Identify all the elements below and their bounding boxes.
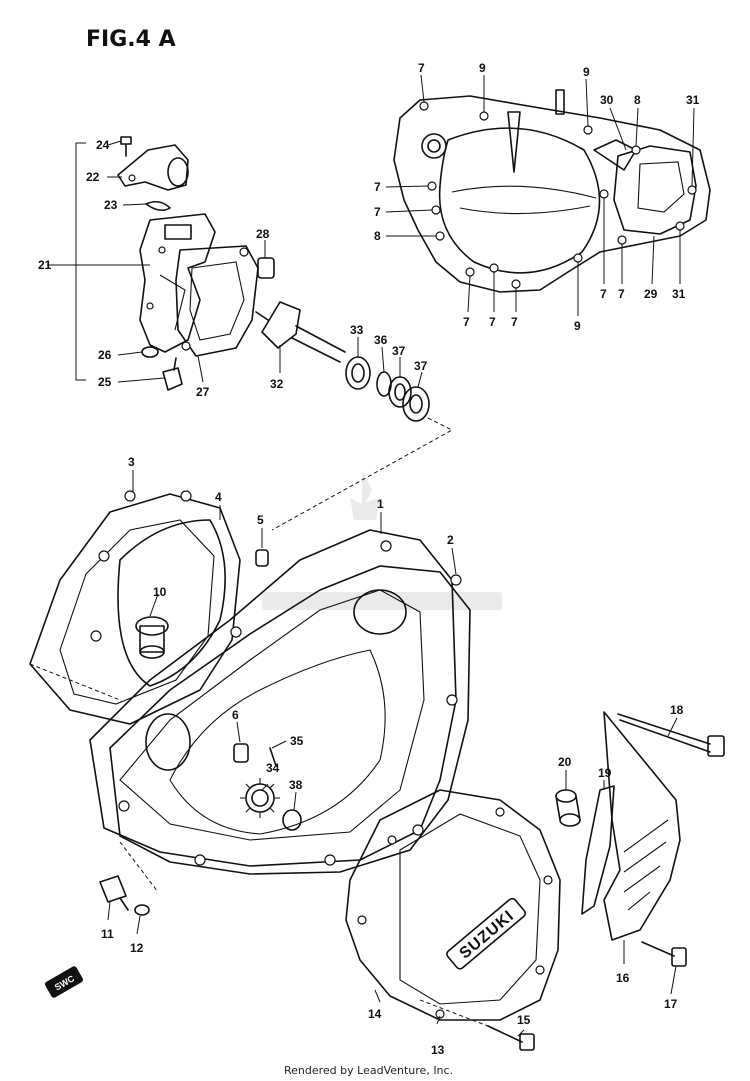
callout-c34: 34 — [266, 761, 280, 775]
part-26-washer-icon — [141, 346, 159, 358]
callout-c10: 10 — [153, 585, 167, 599]
callout-c20: 20 — [558, 755, 572, 769]
part-5-dowel-icon — [255, 549, 269, 567]
part-6-dowel-icon — [233, 743, 249, 763]
watermark — [262, 470, 502, 610]
callout-c27: 27 — [196, 385, 210, 399]
part-20-spacer-icon — [555, 789, 581, 827]
callout-t8a: 8 — [634, 93, 641, 107]
callout-t9a: 9 — [479, 61, 486, 75]
part-23-oring-icon — [145, 200, 171, 212]
part-19-plate-icon — [581, 785, 615, 915]
part-12-washer-icon — [134, 904, 150, 916]
callout-c6: 6 — [232, 708, 239, 722]
water-pump-group — [47, 136, 454, 531]
callout-t7h: 7 — [618, 287, 625, 301]
callout-c35: 35 — [290, 734, 304, 748]
clutch-cover-group — [385, 74, 711, 316]
part-27-gasket-icon — [175, 245, 259, 357]
callout-c17: 17 — [664, 997, 678, 1011]
footer-credit: Rendered by LeadVenture, Inc. — [284, 1064, 453, 1077]
part-16-sprocket-cover-icon — [603, 711, 681, 941]
callout-t7c: 7 — [374, 205, 381, 219]
callout-c25: 25 — [98, 375, 112, 389]
part-35-pin-icon — [269, 747, 277, 767]
callout-t7f: 7 — [511, 315, 518, 329]
callout-c22: 22 — [86, 170, 100, 184]
part-11-bolt-icon — [99, 875, 129, 911]
callout-c26: 26 — [98, 348, 112, 362]
callout-c13: 13 — [431, 1043, 445, 1057]
callout-c16: 16 — [616, 971, 630, 985]
cover-brand-text: SUZUKI — [446, 897, 527, 970]
part-21-pump-housing-icon — [139, 213, 216, 353]
callout-t30: 30 — [600, 93, 614, 107]
callout-c1: 1 — [377, 497, 384, 511]
callout-t9b: 9 — [583, 65, 590, 79]
callout-t7g: 7 — [600, 287, 607, 301]
callout-t7b: 7 — [374, 180, 381, 194]
callout-t7d: 7 — [463, 315, 470, 329]
callout-c24: 24 — [96, 138, 110, 152]
callout-t8b: 8 — [374, 229, 381, 243]
callout-c19: 19 — [598, 766, 612, 780]
sprocket-cover-group — [555, 711, 725, 995]
callout-c32: 32 — [270, 377, 284, 391]
part-10-oil-plug-icon — [135, 616, 169, 659]
callout-c12: 12 — [130, 941, 144, 955]
corner-logo-icon: SWC — [45, 966, 83, 998]
callout-t7e: 7 — [489, 315, 496, 329]
callout-c18: 18 — [670, 703, 684, 717]
svg-text:SUZUKI: SUZUKI — [456, 907, 517, 962]
part-38-circlip-icon — [282, 809, 302, 831]
callout-t31a: 31 — [686, 93, 700, 107]
callout-c37a: 37 — [392, 344, 406, 358]
callout-c5: 5 — [257, 513, 264, 527]
figure-title: FIG.4 A — [86, 27, 176, 52]
part-32-impeller-shaft-icon — [255, 301, 346, 363]
part-24-screw-icon — [120, 136, 132, 157]
callout-c33: 33 — [350, 323, 364, 337]
callout-c36: 36 — [374, 333, 388, 347]
callout-c15: 15 — [517, 1013, 531, 1027]
callout-c23: 23 — [104, 198, 118, 212]
callout-c37b: 37 — [414, 359, 428, 373]
part-17-bolt-icon — [641, 941, 687, 967]
part-18-bolt-icon — [617, 713, 725, 757]
callout-c3: 3 — [128, 455, 135, 469]
part-22-outlet-icon — [117, 144, 189, 191]
callout-t9c: 9 — [574, 319, 581, 333]
crankcase-group — [29, 470, 471, 893]
part-15-bolt-icon — [487, 1025, 535, 1051]
callout-t29: 29 — [644, 287, 658, 301]
callout-c2: 2 — [447, 533, 454, 547]
callout-c21: 21 — [38, 258, 52, 272]
bolts-11-12-group — [99, 875, 150, 935]
callout-c38: 38 — [289, 778, 303, 792]
callout-t7a: 7 — [418, 61, 425, 75]
part-34-gear-icon — [240, 778, 280, 818]
part-28-dowel-icon — [257, 257, 275, 279]
callout-t31b: 31 — [672, 287, 686, 301]
callout-c28: 28 — [256, 227, 270, 241]
callout-c14: 14 — [368, 1007, 382, 1021]
callout-c11: 11 — [101, 927, 114, 941]
callout-c4: 4 — [215, 490, 222, 504]
part-25-bolt-icon — [162, 357, 183, 391]
